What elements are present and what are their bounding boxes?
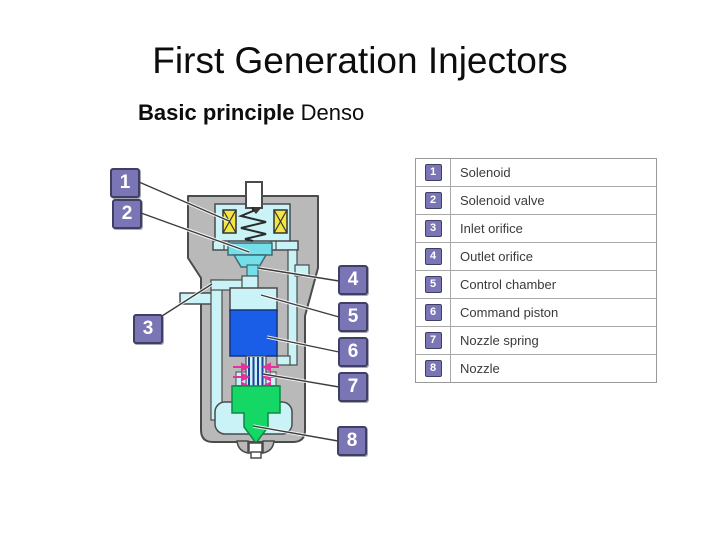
callout-badge-1: 1 (110, 168, 140, 198)
legend-row: 4 Outlet orifice (416, 243, 656, 271)
legend-label: Nozzle spring (460, 333, 539, 348)
control-chamber-shape (229, 287, 278, 312)
callout-badge-3: 3 (133, 314, 163, 344)
slide-title: First Generation Injectors (152, 40, 568, 81)
command-piston-shape (229, 309, 278, 357)
return-channel-bottom-link (276, 355, 291, 366)
legend-label: Solenoid (460, 165, 511, 180)
callout-badge-5: 5 (338, 302, 368, 332)
nozzle-exit-tip-shape (250, 451, 262, 459)
legend-badge: 7 (424, 332, 442, 349)
leader-lines (138, 181, 340, 442)
legend-row: 7 Nozzle spring (416, 327, 656, 355)
solenoid-coil-left-icon (222, 209, 237, 234)
nozzle-tip-flank-right (262, 440, 275, 454)
legend-badge: 6 (424, 304, 442, 321)
legend-label: Solenoid valve (460, 193, 545, 208)
legend-label: Command piston (460, 305, 559, 320)
legend-label: Nozzle (460, 361, 500, 376)
callout-badge-6: 6 (338, 337, 368, 367)
legend-badge: 3 (424, 220, 442, 237)
subtitle-regular: Denso (300, 100, 365, 125)
legend-badge: 2 (424, 192, 442, 209)
legend-table: 1 Solenoid 2 Solenoid valve 3 Inlet orif… (415, 158, 657, 383)
legend-badge: 5 (424, 276, 442, 293)
legend-row: 2 Solenoid valve (416, 187, 656, 215)
legend-badge: 4 (424, 248, 442, 265)
solenoid-coil-right-icon (273, 209, 288, 234)
legend-row: 5 Control chamber (416, 271, 656, 299)
feed-channel-shape (210, 279, 223, 421)
legend-badge: 1 (424, 164, 442, 181)
nozzle-needle-shape (231, 385, 281, 445)
legend-label: Inlet orifice (460, 221, 523, 236)
legend-row: 1 Solenoid (416, 159, 656, 187)
legend-row: 3 Inlet orifice (416, 215, 656, 243)
callout-badge-2: 2 (112, 199, 142, 229)
return-channel-shape (287, 249, 298, 366)
injector-diagram (138, 180, 340, 459)
callout-badge-8: 8 (337, 426, 367, 456)
valve-spring-icon (237, 207, 267, 242)
armature-rod-shape (245, 181, 263, 209)
solenoid-valve-shape (227, 242, 273, 256)
callout-badge-7: 7 (338, 372, 368, 402)
legend-label: Control chamber (460, 277, 557, 292)
slide-subtitle: Basic principle Denso (138, 100, 364, 126)
subtitle-bold: Basic principle (138, 100, 295, 125)
legend-label: Outlet orifice (460, 249, 533, 264)
legend-badge: 8 (424, 360, 442, 377)
nozzle-tip-flank-left (236, 440, 249, 454)
legend-row: 6 Command piston (416, 299, 656, 327)
legend-row: 8 Nozzle (416, 355, 656, 382)
callout-badge-4: 4 (338, 265, 368, 295)
spring-coil-lines (248, 357, 264, 389)
